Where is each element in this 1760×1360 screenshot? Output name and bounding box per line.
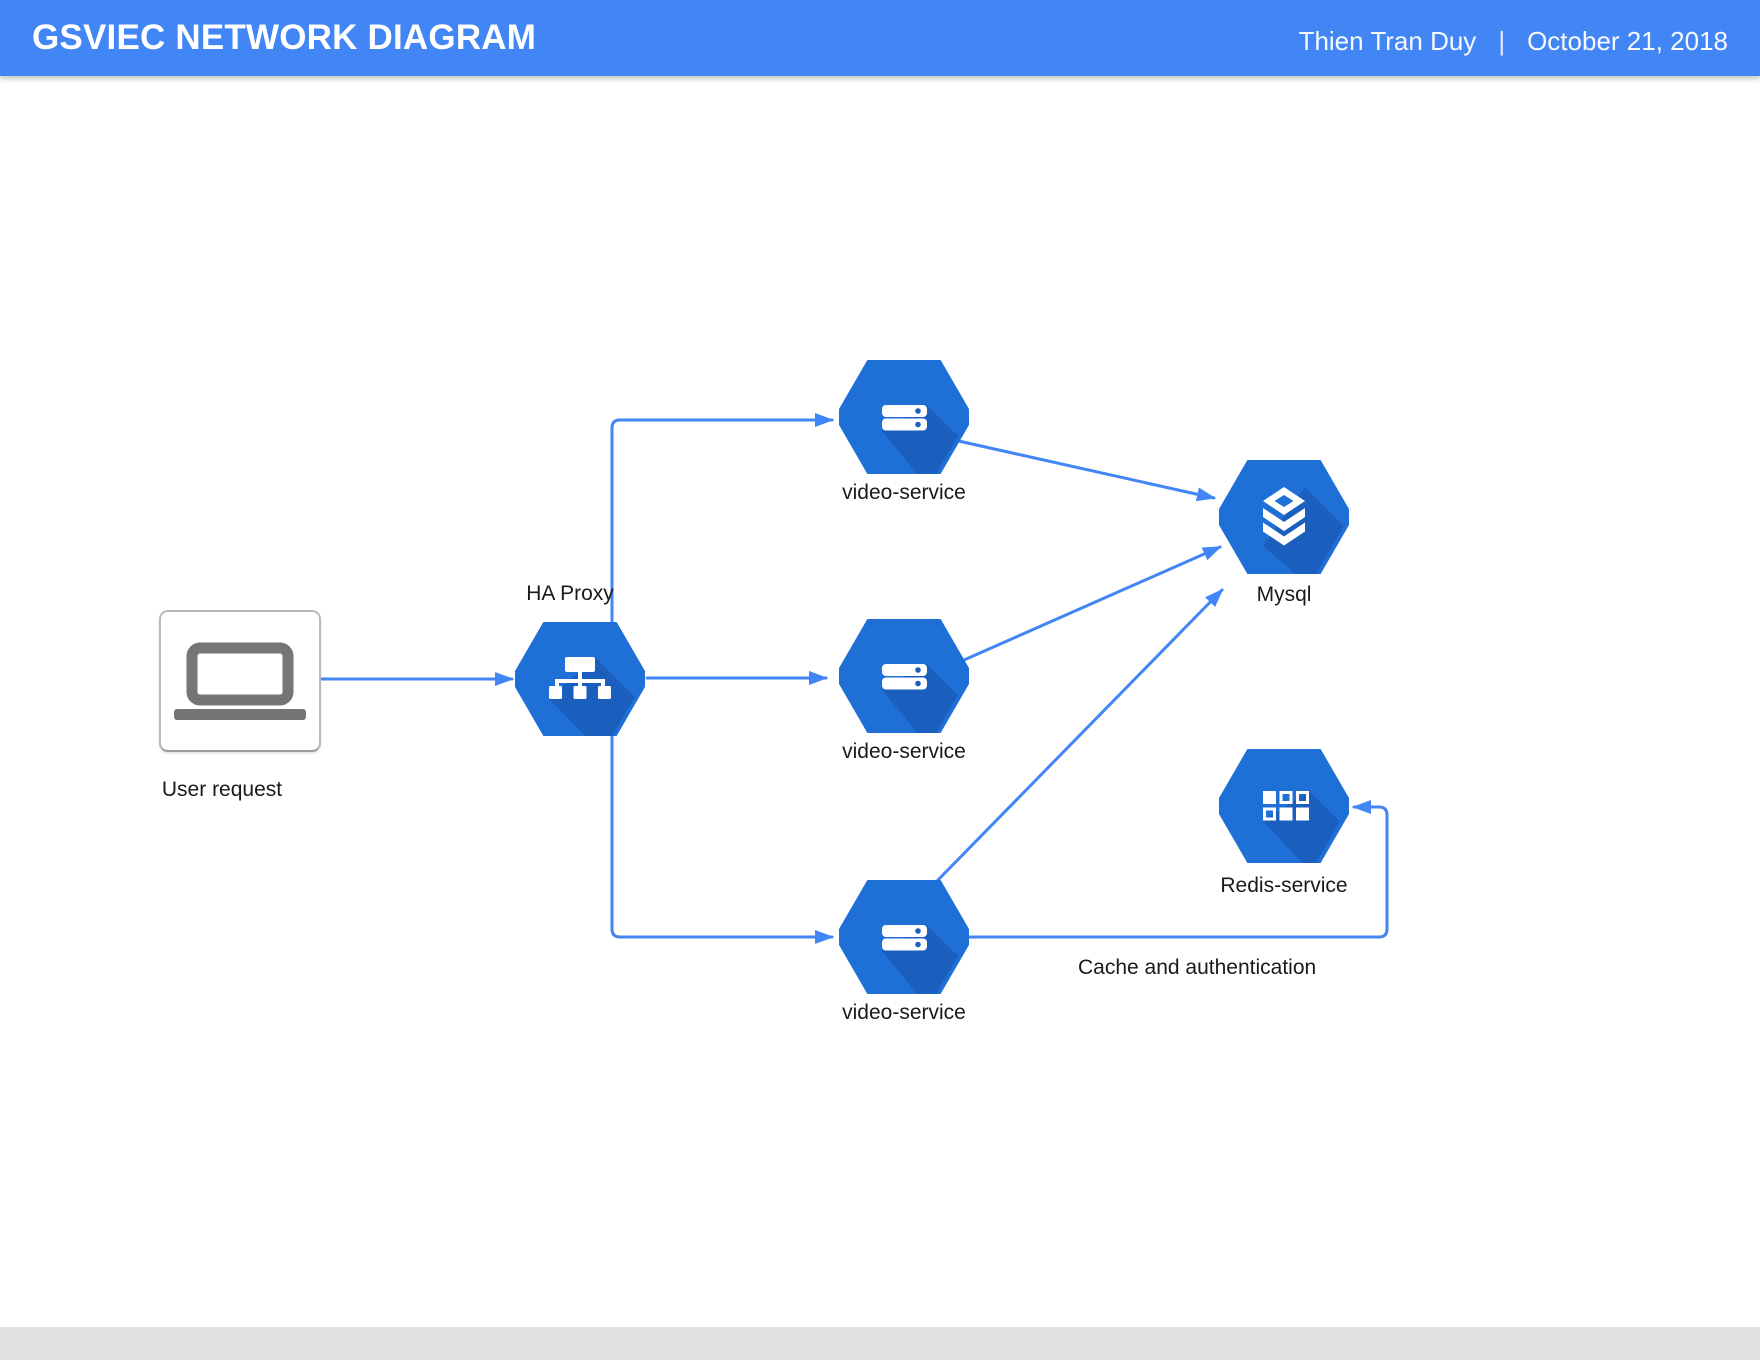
label-video-service-1: video-service bbox=[842, 481, 966, 504]
label-video-service-2: video-service bbox=[842, 740, 966, 763]
laptop-icon bbox=[174, 642, 306, 720]
node-video-service-2 bbox=[835, 615, 973, 738]
label-video-service-3: video-service bbox=[842, 1001, 966, 1024]
server-icon bbox=[835, 615, 973, 737]
page-title: GSVIEC NETWORK DIAGRAM bbox=[32, 18, 537, 57]
node-video-service-1 bbox=[835, 356, 973, 479]
server-icon bbox=[835, 356, 973, 478]
header-meta: Thien Tran Duy | October 21, 2018 bbox=[1299, 26, 1728, 57]
footer-bar bbox=[0, 1327, 1760, 1360]
meta-separator: | bbox=[1498, 25, 1506, 56]
label-redis: Redis-service bbox=[1220, 874, 1348, 897]
node-ha-proxy bbox=[511, 618, 649, 741]
label-mysql: Mysql bbox=[1256, 583, 1312, 606]
node-video-service-3 bbox=[835, 876, 973, 999]
edge-vs3-to-mysql bbox=[936, 588, 1224, 882]
label-ha-proxy: HA Proxy bbox=[526, 582, 614, 605]
diagram-date: October 21, 2018 bbox=[1527, 25, 1728, 56]
label-user-request: User request bbox=[161, 778, 283, 801]
edge-vs3-to-redis bbox=[967, 800, 1389, 939]
edge-vs2-to-mysql bbox=[962, 545, 1222, 662]
database-icon bbox=[1215, 456, 1353, 578]
edge-vs1-to-mysql bbox=[952, 438, 1216, 502]
edge-haproxy-to-vs3 bbox=[610, 732, 834, 944]
node-mysql bbox=[1215, 456, 1353, 579]
label-cache-and-authentication: Cache and authentication bbox=[1078, 956, 1317, 979]
load-balancer-icon bbox=[511, 618, 649, 740]
grid-icon bbox=[1215, 745, 1353, 867]
header-bar: GSVIEC NETWORK DIAGRAM Thien Tran Duy | … bbox=[0, 0, 1760, 76]
node-redis bbox=[1215, 745, 1353, 868]
node-user-request bbox=[159, 610, 321, 752]
server-icon bbox=[835, 876, 973, 998]
edge-haproxy-to-vs1 bbox=[610, 413, 834, 626]
author-name: Thien Tran Duy bbox=[1298, 25, 1477, 56]
